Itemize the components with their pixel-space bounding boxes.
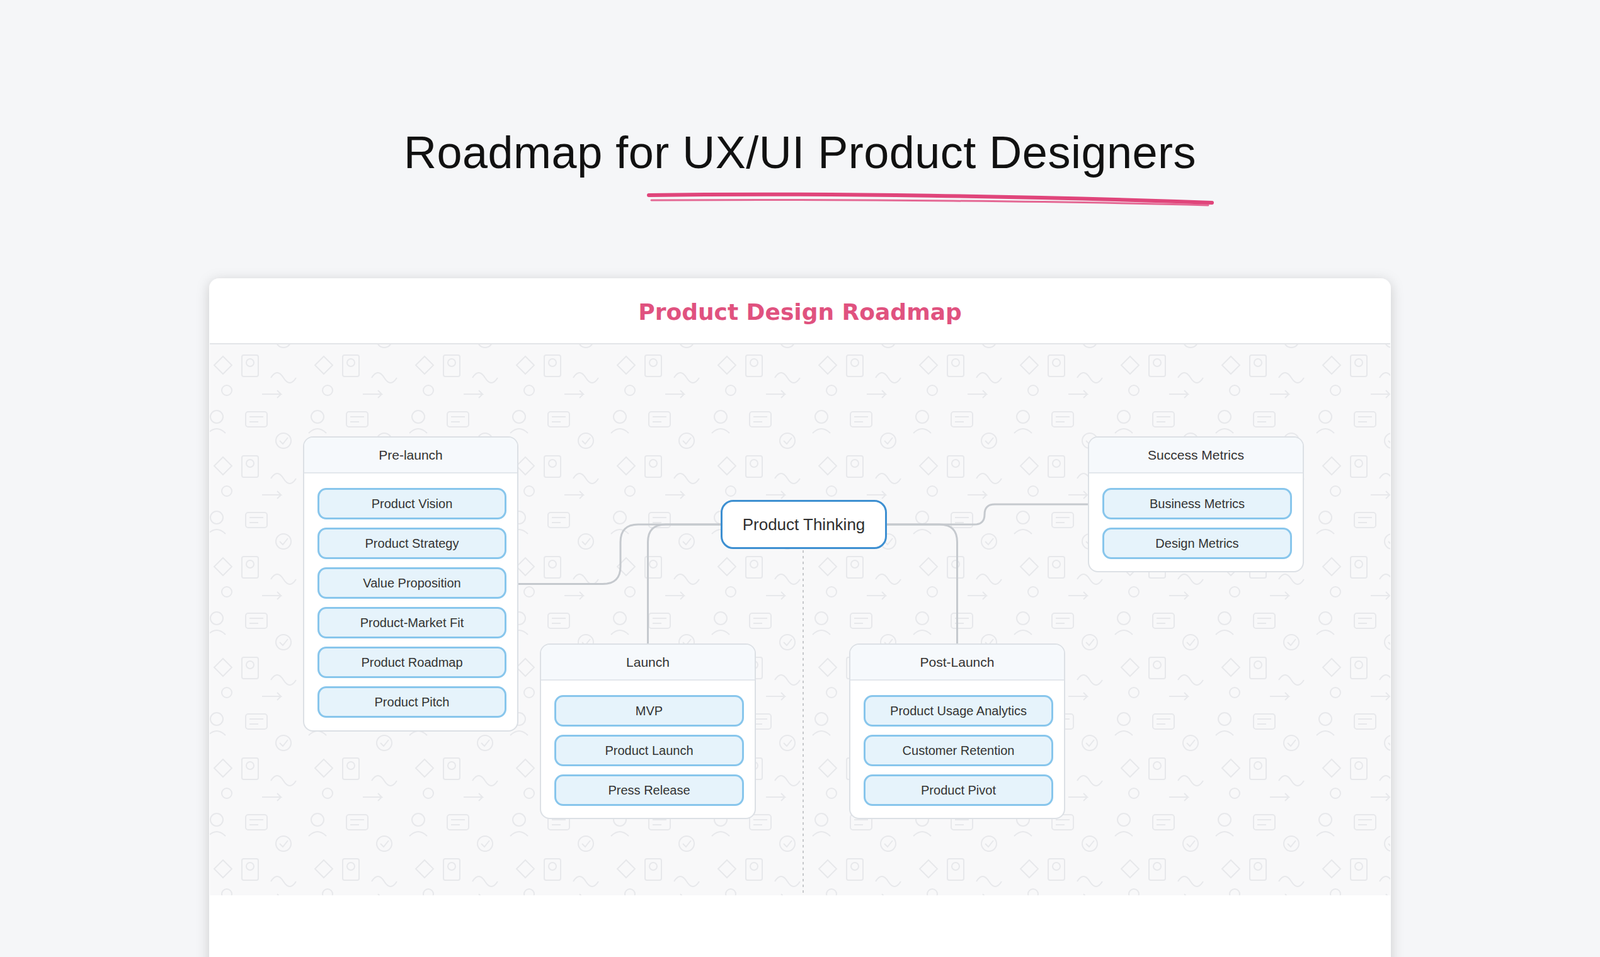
topic-label: Product Pitch — [374, 695, 450, 710]
topic-pill: Value Proposition — [317, 567, 507, 600]
topic-pill: Product Pitch — [317, 686, 507, 719]
topic-pill: Product Launch — [554, 735, 744, 767]
central-topic: Product Thinking — [720, 500, 887, 550]
center-guide — [802, 550, 804, 896]
stage-group: LaunchMVP Product LaunchPress Release — [539, 643, 756, 820]
stage-group: Pre-launchProduct VisionProduct Strategy… — [302, 436, 519, 732]
group-header: Success Metrics — [1089, 437, 1303, 474]
topic-label: Product Roadmap — [360, 655, 463, 671]
group-header: Post-Launch — [850, 645, 1064, 681]
stage-group: Post-LaunchProduct Usage AnalyticsCustom… — [849, 643, 1066, 820]
topic-pill: MVP — [554, 695, 744, 727]
connector — [518, 524, 721, 585]
group-header: Launch — [541, 645, 755, 681]
topic-label: Product Usage Analytics — [890, 704, 1027, 719]
topic-pill: Product-Market Fit — [317, 607, 507, 639]
stage-group: Success MetricsBusiness MetricsDesign Me… — [1087, 436, 1304, 573]
topic-label: Design Metrics — [1155, 536, 1239, 552]
canvas-area — [209, 344, 1391, 896]
group-title: Launch — [626, 655, 670, 671]
topic-pill: Press Release — [554, 774, 744, 807]
page-title: Roadmap for UX/UI Product Designers — [0, 129, 1600, 176]
connector — [886, 504, 1088, 525]
topic-pill: Product Usage Analytics — [863, 695, 1054, 727]
roadmap-card — [209, 278, 1391, 957]
card-title: Product Design Roadmap — [209, 301, 1391, 324]
central-label: Product Thinking — [742, 515, 866, 535]
topic-label: Product Vision — [371, 497, 453, 512]
group-header: Pre-launch — [304, 437, 518, 474]
group-title: Pre-launch — [378, 447, 443, 463]
topic-pill: Business Metrics — [1102, 488, 1292, 520]
topic-pill: Customer Retention — [863, 735, 1054, 767]
topic-label: Product-Market Fit — [360, 616, 464, 631]
topic-label: Business Metrics — [1149, 497, 1245, 512]
connector — [648, 524, 722, 644]
topic-label: Product Launch — [604, 743, 693, 759]
topic-label: Press Release — [607, 783, 690, 799]
topic-pill: Product Strategy — [317, 527, 507, 560]
connector — [886, 524, 958, 644]
group-title: Post-Launch — [920, 655, 995, 671]
topic-pill: Product Vision — [317, 488, 507, 520]
topic-pill: Design Metrics — [1102, 527, 1292, 560]
group-title: Success Metrics — [1147, 447, 1245, 463]
topic-pill: Product Roadmap — [317, 646, 507, 679]
card-header-rule — [209, 343, 1391, 345]
title-underline-stroke — [651, 199, 1209, 206]
doodle-pattern — [209, 344, 1391, 896]
topic-label: Customer Retention — [902, 743, 1015, 759]
topic-label: Value Proposition — [362, 576, 461, 591]
topic-pill: Product Pivot — [863, 774, 1054, 807]
topic-label: Product Pivot — [920, 783, 996, 799]
topic-label: MVP — [635, 704, 663, 719]
topic-label: Product Strategy — [365, 536, 460, 552]
